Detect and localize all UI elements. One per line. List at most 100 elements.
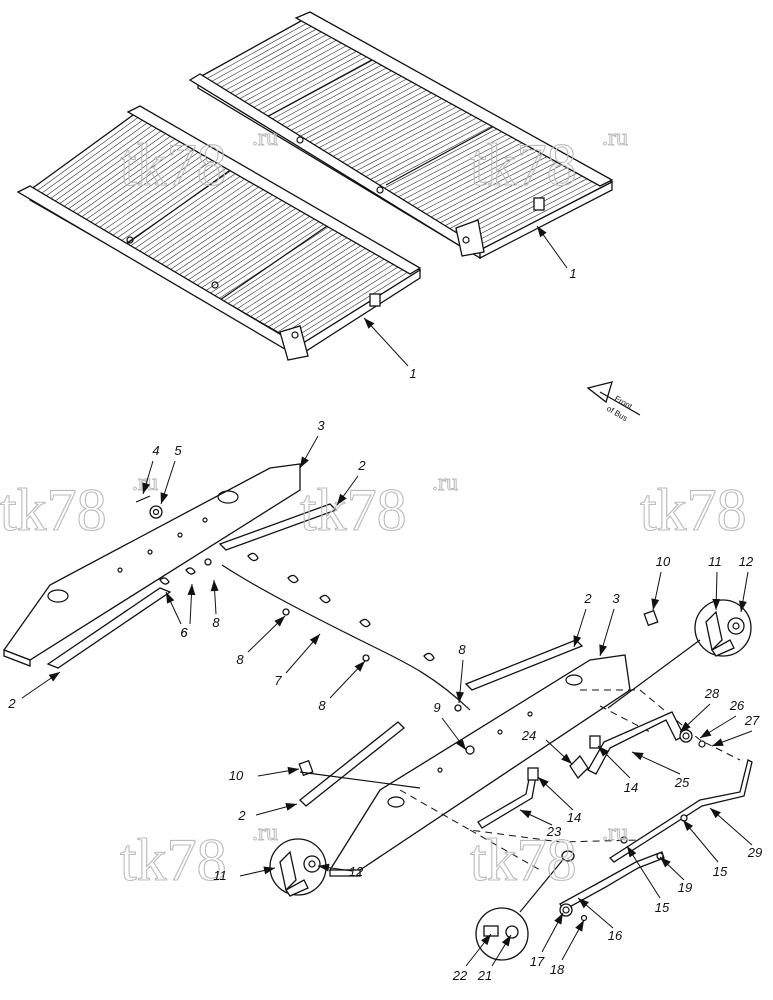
callout-arrowhead [520,810,532,819]
callout-arrowhead [680,721,691,732]
coil-fin [404,137,532,205]
callout-arrowhead [337,493,347,505]
coil-fin [209,216,327,294]
watermark-text: tk78 [300,477,407,543]
coil-fin [249,46,366,110]
callout-arrowhead [561,753,572,764]
coil-fin [88,144,201,224]
callout-number: 3 [317,418,325,433]
coil-fin [290,264,411,341]
bolt-and-nut [135,495,163,519]
coil-fin [281,259,402,335]
callout-number: 24 [521,728,536,743]
coil-fin [244,43,361,107]
callout-number: 8 [458,642,466,657]
coil-fin [263,248,383,325]
coil-fin [324,90,447,156]
coil-fin [223,224,341,302]
coil-fin [101,152,215,232]
callout-number: 1 [569,266,576,281]
callout-number: 6 [180,625,188,640]
callout-arrowhead [166,592,175,604]
watermark-suffix: .ru [252,125,278,151]
coil-fin [155,184,271,263]
coil-fin [305,79,426,145]
coil-fin [272,253,393,330]
coil-fin [133,171,248,250]
tube-assembly-middle [477,767,539,829]
watermark-text: tk78 [120,132,227,198]
callout-number: 1 [409,366,416,381]
callout-number: 15 [713,864,728,879]
callout-number: 14 [567,810,581,825]
coil-fin [310,82,431,148]
coil-fin [352,107,477,173]
coil-fin [182,200,299,279]
coil-fin [61,128,173,209]
callout-number: 2 [237,808,246,823]
coil-fin [178,197,295,276]
callout-arrowhead [538,777,549,788]
coil-fin [106,155,220,235]
coil-fin [56,125,169,206]
coil-fin [200,211,318,289]
coil-fin [164,189,281,268]
callout-arrowhead [160,492,169,504]
callout-arrowhead [263,866,275,875]
coil-fin [235,37,351,102]
callout-number: 25 [674,775,690,790]
callout-number: 8 [236,652,244,667]
callout-arrowhead [632,752,644,761]
coil-fin [277,256,397,333]
coil-fin [390,129,517,196]
watermark-text: tk78 [0,477,107,543]
callout-arrowhead [627,846,637,858]
detail-bracket-bottom [269,838,327,897]
callout-arrowhead [554,913,563,925]
coil-fin [268,251,388,328]
watermark-text: tk78 [470,132,577,198]
coil-fin [423,148,552,216]
callout-arrowhead [364,318,375,329]
coil-fin [119,163,234,242]
callout-number: 15 [655,900,670,915]
coil-fin [34,112,145,193]
callout-arrowhead [598,746,609,757]
coil-fin [343,101,467,168]
callout-arrowhead [575,920,584,932]
callout-arrowhead [287,766,299,775]
callout-arrowhead [501,935,511,947]
callout-arrowhead [578,898,589,909]
callout-arrowhead [651,598,660,610]
callout-number: 10 [229,768,244,783]
callout-number: 26 [729,698,745,713]
callout-number: 19 [678,880,692,895]
coil-fin [97,149,211,229]
callout-arrowhead [712,598,721,610]
coil-fin [65,131,178,211]
coil-fin [211,24,326,87]
coil-fin [160,187,276,266]
coil-fin [287,68,406,133]
callout-arrowhead [309,634,320,645]
coil-fin [371,118,497,185]
coil-fin [282,65,401,130]
watermark-suffix: .ru [432,470,458,496]
coil-fin [381,123,507,191]
detail-fitting [475,850,575,961]
coil-fin [338,98,462,165]
coil-assembly-right [188,11,614,260]
coil-fin [465,173,598,242]
coil-fin [151,181,267,260]
callout-number: 21 [477,968,492,983]
coil-fin [137,173,253,253]
callout-number: 4 [152,443,159,458]
callout-number: 23 [546,824,562,839]
coil-fin [169,192,285,271]
coil-fin [173,195,290,273]
front-of-bus-indicator: Front of Bus [586,381,641,423]
callout-arrowhead [274,616,285,627]
coil-fin [432,154,562,222]
coil-fin [128,168,243,248]
callout-arrowhead [573,635,582,647]
